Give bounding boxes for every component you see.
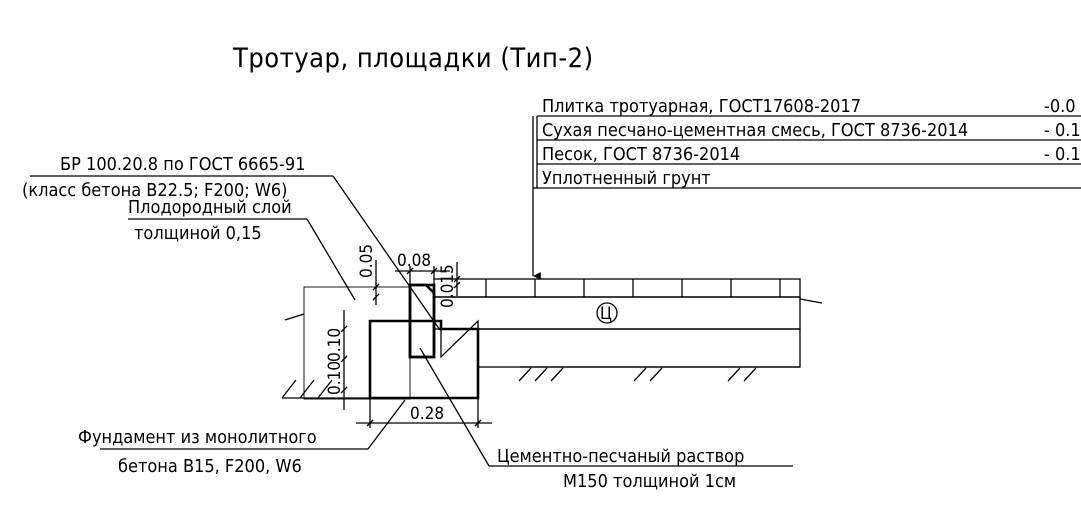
section-body: Ц <box>281 278 823 400</box>
layer-marker: Ц <box>600 304 612 324</box>
foundation-label-line2: бетона В15, F200, W6 <box>118 456 302 477</box>
curb-label-line1: БР 100.20.8 по ГОСТ 6665-91 <box>60 154 306 175</box>
mortar-label-line1: Цементно-песчаный раствор <box>497 446 744 467</box>
layer-label-sand: Песок, ГОСТ 8736-2014 <box>542 144 740 165</box>
curb-callout: БР 100.20.8 по ГОСТ 6665-91 (класс бетон… <box>22 154 441 331</box>
layer-label-tile: Плитка тротуарная, ГОСТ17608-2017 <box>542 96 861 117</box>
dim-foundation-width: 0.28 <box>410 404 444 424</box>
layer-label-compacted-soil: Уплотненный грунт <box>542 168 711 189</box>
mortar-callout: Цементно-песчаный раствор М150 толщиной … <box>419 347 793 492</box>
dim-curb-width: 0.08 <box>397 251 431 271</box>
foundation-label-line1: Фундамент из монолитного <box>78 427 317 448</box>
dim-curb-above-soil: 0.05 <box>357 244 377 278</box>
curb-label-line2: (класс бетона В22.5; F200; W6) <box>22 180 287 201</box>
layer-value-sand: - 0.1 <box>1044 144 1081 165</box>
fertile-label-line2: толщиной 0,15 <box>134 223 262 244</box>
layer-callout-table: Плитка тротуарная, ГОСТ17608-2017 -0.0 С… <box>532 96 1081 280</box>
dim-vertical-2: 0.10 <box>325 361 345 395</box>
mortar-label-line2: М150 толщиной 1см <box>563 471 736 492</box>
dim-vertical-1: 0.10 <box>325 328 345 362</box>
fertile-layer-callout: Плодородный слой толщиной 0,15 <box>128 197 356 301</box>
drawing-title: Тротуар, площадки (Тип-2) <box>232 43 594 74</box>
dim-curb-above-tile: 0.015 <box>438 264 458 308</box>
layer-value-dry-mix: - 0.1 <box>1044 120 1081 141</box>
foundation-callout: Фундамент из монолитного бетона В15, F20… <box>78 399 406 477</box>
fertile-label-line1: Плодородный слой <box>128 197 292 218</box>
layer-label-dry-mix: Сухая песчано-цементная смесь, ГОСТ 8736… <box>542 120 968 141</box>
dimension-lines: 0.08 0.05 0.015 0.10 0.10 0.28 <box>325 244 492 428</box>
layer-value-tile: -0.0 <box>1044 96 1076 117</box>
